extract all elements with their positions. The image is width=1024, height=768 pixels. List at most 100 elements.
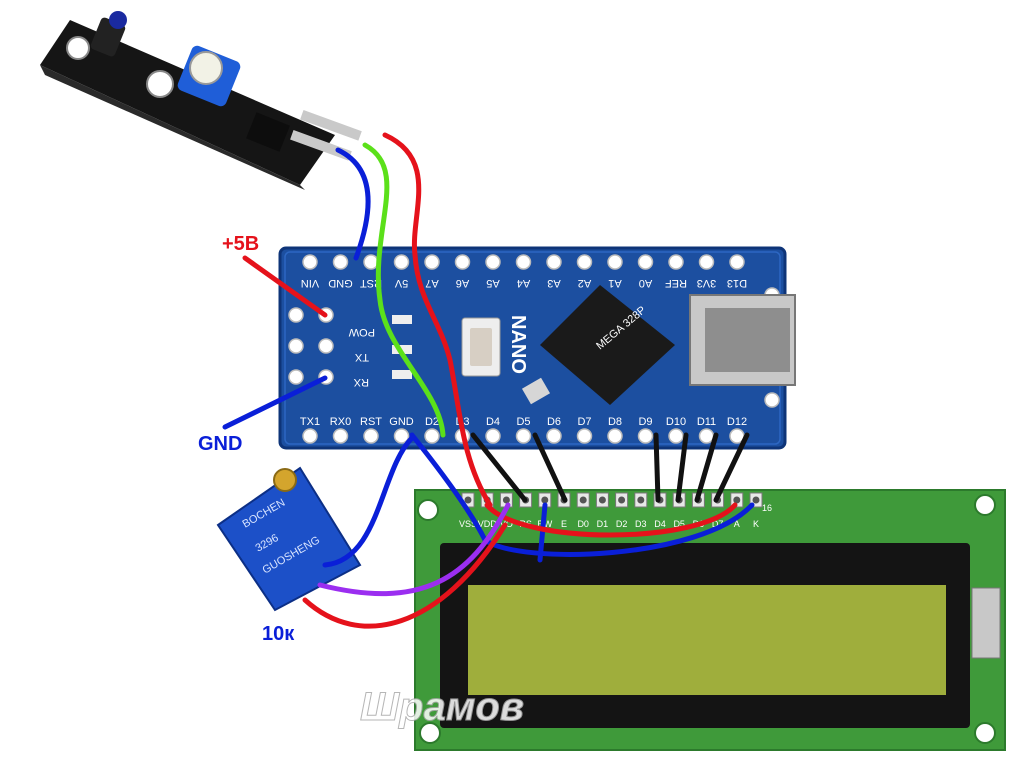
ir-sensor-module	[40, 11, 362, 190]
nano-pin-d5-bottom: D5	[515, 416, 532, 444]
nano-top-pin-label: A7	[425, 277, 438, 289]
nano-top-pin-label: REF	[665, 277, 687, 289]
nano-pin-ref-top: REF	[665, 254, 687, 289]
header-pin	[288, 338, 304, 354]
pot-wiper-vo-wire	[317, 502, 511, 597]
pot-value-label: 10к	[262, 623, 295, 645]
nano-bottom-pin-label: RST	[360, 416, 382, 428]
nano-bottom-pin-label: TX1	[300, 416, 320, 428]
nano-pin-a4-top: A4	[515, 254, 532, 289]
nano-bottom-pin-label: D10	[666, 416, 686, 428]
plus5v-pointer	[242, 255, 328, 318]
nano-bottom-pin-label: D2	[425, 416, 439, 428]
d9-d4-wire	[653, 432, 661, 503]
header-pin	[318, 338, 334, 354]
nano-top-pin-label: A1	[608, 277, 621, 289]
nano-pin-rx0-bottom: RX0	[330, 416, 351, 444]
nano-pin-tx1-bottom: TX1	[300, 416, 320, 444]
nano-pin-d8-bottom: D8	[607, 416, 623, 444]
led-tx-label: TX	[354, 351, 369, 363]
led-pow-label: POW	[348, 326, 375, 338]
sensor-out-wire	[362, 142, 446, 438]
nano-pin-a2-top: A2	[576, 254, 593, 289]
lcd-pin-label: A	[734, 519, 740, 529]
header-pin	[764, 392, 780, 408]
lcd-pin-d3: D3	[634, 492, 648, 529]
nano-pin-a7-top: A7	[424, 254, 440, 289]
d10-d5-wire	[675, 432, 689, 503]
pot-vcc-wire	[302, 522, 508, 629]
nano-pin-d2-bottom: D2	[424, 416, 440, 444]
nano-bottom-pin-label: D6	[547, 416, 561, 428]
nano-pin-d7-bottom: D7	[576, 416, 593, 444]
lcd-pin-label: D5	[673, 519, 685, 529]
lcd-pin-label: VDD	[478, 519, 498, 529]
lcd-pin-label: D3	[635, 519, 647, 529]
nano-top-pin-label: GND	[328, 277, 353, 289]
nano-top-pin-label: A0	[639, 277, 652, 289]
nano-top-pin-label: A4	[517, 277, 530, 289]
nano-pin-d9-bottom: D9	[637, 416, 654, 444]
nano-pin-d4-bottom: D4	[485, 416, 501, 444]
header-pin	[288, 307, 304, 323]
d11-d6-wire	[694, 432, 719, 503]
lcd-pin-d2: D2	[615, 492, 629, 529]
nano-pin-d6-bottom: D6	[546, 416, 562, 444]
nano-bottom-pin-label: D5	[516, 416, 530, 428]
plus5v-label: +5B	[222, 233, 259, 255]
header-pin	[288, 369, 304, 385]
nano-pin-a6-top: A6	[454, 254, 471, 289]
nano-pin-3v3-top: 3V3	[697, 254, 717, 289]
lcd-pin-number-16: 16	[762, 503, 772, 513]
wires	[222, 132, 755, 629]
nano-pin-d12-bottom: D12	[727, 416, 747, 444]
nano-bottom-pin-label: RX0	[330, 416, 351, 428]
nano-pin-gnd-top: GND	[328, 254, 353, 289]
nano-pin-a1-top: A1	[607, 254, 623, 289]
gnd-pointer	[222, 375, 328, 430]
nano-pin-5v-top: 5V	[393, 254, 410, 289]
nano-top-pin-label: VIN	[301, 277, 319, 289]
lcd-screen	[468, 585, 946, 695]
gnd-label: GND	[198, 433, 242, 455]
gnd-bus-wire	[409, 432, 755, 557]
nano-pin-a3-top: A3	[546, 254, 562, 289]
pot-gnd-wire	[322, 435, 415, 568]
nano-top-pin-label: A5	[486, 277, 499, 289]
nano-bottom-pin-label: D7	[577, 416, 591, 428]
nano-pin-a0-top: A0	[637, 254, 654, 289]
nano-name-label: NANO	[507, 315, 529, 374]
watermark: Шрамов	[360, 685, 524, 729]
nano-top-pin-label: 5V	[394, 277, 408, 289]
lcd-pin-label: D7	[712, 519, 724, 529]
nano-top-pin-label: A3	[547, 277, 560, 289]
nano-bottom-pin-label: GND	[389, 416, 414, 428]
rw-gnd-wire	[537, 502, 548, 563]
sensor-vcc-wire	[382, 132, 493, 508]
nano-bottom-pin-label: D8	[608, 416, 622, 428]
lcd-pin-label: D4	[654, 519, 666, 529]
led-rx-label: RX	[353, 376, 369, 388]
lcd-pin-label: D1	[597, 519, 609, 529]
d12-d7-wire	[713, 432, 750, 503]
nano-pin-d10-bottom: D10	[666, 416, 686, 444]
nano-top-pin-label: A6	[456, 277, 469, 289]
nano-bottom-pin-label: D12	[727, 416, 747, 428]
nano-bottom-pin-label: D11	[697, 416, 716, 428]
nano-pin-gnd-bottom: GND	[389, 416, 414, 444]
nano-pin-a5-top: A5	[485, 254, 501, 289]
lcd-pin-d1: D1	[595, 492, 609, 529]
nano-top-pin-label: A2	[578, 277, 591, 289]
d3-rs-wire	[470, 432, 528, 503]
lcd-vdd-a-wire	[484, 502, 738, 538]
nano-bottom-pin-label: D4	[486, 416, 500, 428]
lcd-pin-label: E	[561, 519, 567, 529]
nano-top-pin-label: 3V3	[697, 277, 717, 289]
nano-pin-rst-bottom: RST	[360, 416, 382, 444]
